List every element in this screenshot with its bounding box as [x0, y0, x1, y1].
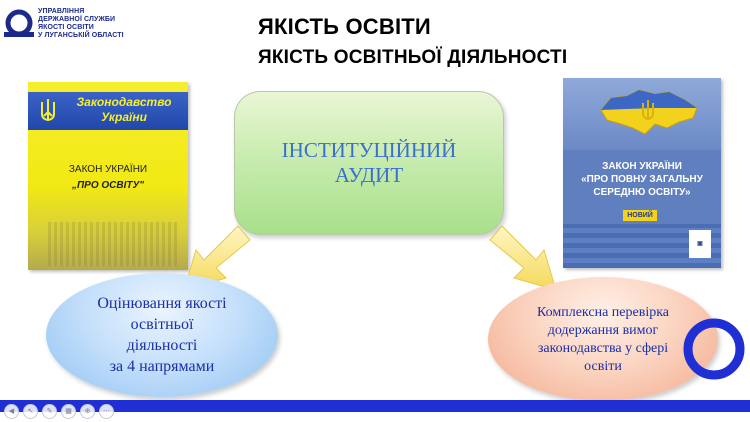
arrow-down-right-icon: [489, 225, 557, 291]
slide-footer: [0, 400, 750, 422]
band-line: Законодавство: [76, 95, 172, 109]
zoom-icon[interactable]: ⊕: [80, 404, 95, 419]
book-law-title: ЗАКОН УКРАЇНИ „ПРО ОСВІТУ": [28, 162, 188, 194]
right-oval-text: Комплексна перевірка додержання вимог за…: [488, 304, 718, 376]
law-book-cover-left: Законодавство України ЗАКОН УКРАЇНИ „ПРО…: [28, 82, 188, 270]
publisher-logo: ▣: [689, 230, 711, 258]
trident-icon: [41, 99, 55, 122]
book-right-line: ЗАКОН УКРАЇНИ: [602, 161, 682, 172]
organization-logo: [4, 9, 34, 37]
law-line: ЗАКОН УКРАЇНИ: [68, 164, 148, 175]
left-oval-line: Оцінювання якості: [97, 295, 227, 312]
book-band-text: Законодавство України: [64, 95, 184, 125]
right-oval-line: законодавства у сфері: [537, 341, 669, 356]
back-icon[interactable]: ◀: [4, 404, 19, 419]
ukraine-map-icon: [600, 89, 698, 135]
right-oval-line: Комплексна перевірка: [536, 305, 670, 320]
decorative-ring-icon: [683, 318, 745, 380]
law-line: „ПРО ОСВІТУ": [71, 180, 145, 191]
left-oval-line: освітньої: [130, 316, 194, 333]
left-oval-line: за 4 напрямами: [109, 358, 215, 375]
center-line: АУДИТ: [334, 163, 404, 187]
org-line: ДЕРЖАВНОЇ СЛУЖБИ: [38, 16, 116, 23]
new-badge: НОВИЙ: [623, 210, 657, 221]
footer-accent-line: [0, 400, 750, 412]
left-oval-line: діяльності: [126, 337, 198, 354]
book-photo-illustration: [48, 222, 178, 266]
pen-icon[interactable]: ✎: [42, 404, 57, 419]
law-book-cover-right: ЗАКОН УКРАЇНИ «ПРО ПОВНУ ЗАГАЛЬНУ СЕРЕДН…: [563, 78, 721, 268]
slide-subtitle: ЯКІСТЬ ОСВІТНЬОЇ ДІЯЛЬНОСТІ: [258, 47, 568, 68]
pointer-icon[interactable]: ↖: [23, 404, 38, 419]
slide-title: ЯКІСТЬ ОСВІТИ: [258, 14, 431, 39]
quality-assessment-oval: Оцінювання якості освітньої діяльності з…: [46, 273, 278, 397]
slides-icon[interactable]: ▦: [61, 404, 76, 419]
more-icon[interactable]: ⋯: [99, 404, 114, 419]
book-right-title: ЗАКОН УКРАЇНИ «ПРО ПОВНУ ЗАГАЛЬНУ СЕРЕДН…: [569, 160, 715, 199]
left-oval-text: Оцінювання якості освітньої діяльності з…: [46, 293, 278, 377]
band-line: України: [101, 110, 147, 124]
organization-name: УПРАВЛІННЯ ДЕРЖАВНОЇ СЛУЖБИ ЯКОСТІ ОСВІТ…: [38, 8, 124, 40]
book-right-line: СЕРЕДНЮ ОСВІТУ»: [593, 187, 691, 198]
compliance-check-oval: Комплексна перевірка додержання вимог за…: [488, 277, 718, 401]
right-oval-line: додержання вимог: [547, 323, 659, 338]
center-line: ІНСТИТУЦІЙНИЙ: [281, 138, 457, 162]
org-line: У ЛУГАНСЬКІЙ ОБЛАСТІ: [38, 32, 124, 39]
right-oval-line: освіти: [584, 359, 622, 374]
org-line: ЯКОСТІ ОСВІТИ: [38, 24, 94, 31]
center-box-text: ІНСТИТУЦІЙНИЙ АУДИТ: [235, 138, 503, 188]
presentation-toolbar: ◀ ↖ ✎ ▦ ⊕ ⋯: [4, 404, 114, 419]
book-right-line: «ПРО ПОВНУ ЗАГАЛЬНУ: [581, 174, 703, 185]
org-line: УПРАВЛІННЯ: [38, 8, 85, 15]
institutional-audit-box: ІНСТИТУЦІЙНИЙ АУДИТ: [234, 91, 504, 235]
